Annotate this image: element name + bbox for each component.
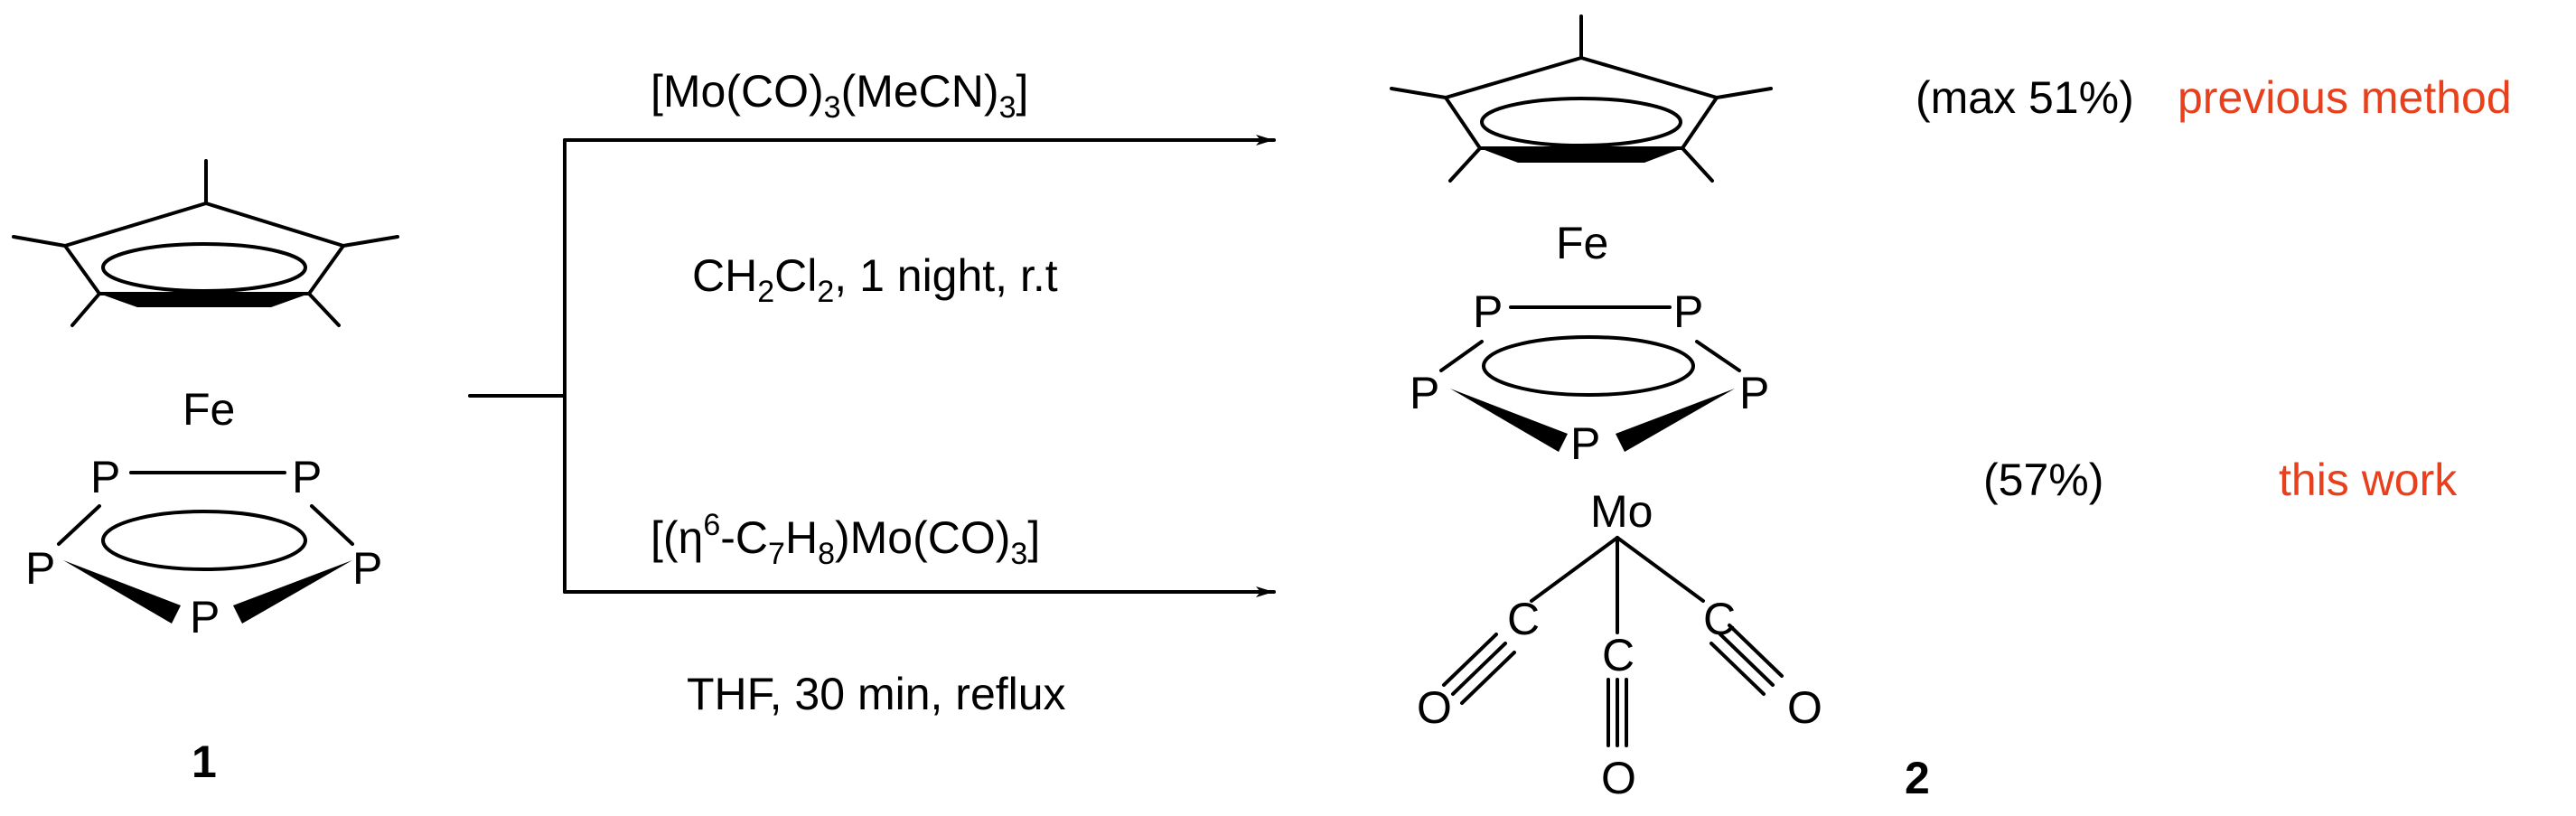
previous-yield: (max 51%) — [1916, 72, 2134, 123]
oxygen-atom: O — [1601, 753, 1636, 803]
phosphorus-atom: P — [1410, 368, 1439, 418]
cp-star-ring-2 — [1390, 14, 1773, 183]
mo-co3-fragment: Mo C C C O O O — [1417, 486, 1822, 803]
top-reagent: [Mo(CO)3(MeCN)3] — [651, 66, 1028, 125]
phosphorus-atom: P — [292, 452, 322, 502]
reaction-arrows — [468, 135, 1276, 597]
phosphorus-atom: P — [1673, 286, 1703, 337]
phosphorus-atom: P — [25, 543, 55, 594]
p5-ring-2: P P P P P — [1410, 286, 1769, 469]
bottom-reagent: [(η6-C7H8)Mo(CO)3] — [651, 508, 1040, 571]
phosphorus-atom: P — [90, 452, 120, 502]
oxygen-atom: O — [1417, 682, 1452, 733]
phosphorus-atom: P — [352, 543, 382, 594]
phosphorus-atom: P — [1473, 286, 1503, 337]
carbon-atom: C — [1602, 630, 1635, 680]
compound-2-structure: Fe P P P P P Mo C C C — [1390, 14, 1930, 803]
iron-atom-1: Fe — [183, 384, 235, 435]
bottom-conditions: THF, 30 min, reflux — [687, 669, 1066, 719]
carbon-atom: C — [1703, 594, 1736, 644]
phosphorus-atom: P — [1570, 418, 1600, 469]
phosphorus-atom: P — [190, 592, 220, 642]
compound-1-structure: Fe P P P P P 1 — [12, 159, 399, 787]
molybdenum-atom: Mo — [1590, 486, 1653, 537]
cp-star-ring-1 — [12, 159, 399, 327]
previous-method-note: previous method — [2178, 72, 2512, 123]
iron-atom-2: Fe — [1556, 218, 1608, 268]
compound-1-label: 1 — [192, 736, 217, 787]
oxygen-atom: O — [1787, 682, 1822, 733]
phosphorus-atom: P — [1739, 368, 1769, 418]
top-conditions: CH2Cl2, 1 night, r.t — [692, 250, 1058, 309]
compound-2-label: 2 — [1905, 753, 1930, 803]
this-work-note: this work — [2279, 455, 2458, 505]
p5-ring-1: P P P P P — [25, 452, 382, 642]
carbon-atom: C — [1507, 594, 1540, 644]
current-yield: (57%) — [1983, 455, 2103, 505]
